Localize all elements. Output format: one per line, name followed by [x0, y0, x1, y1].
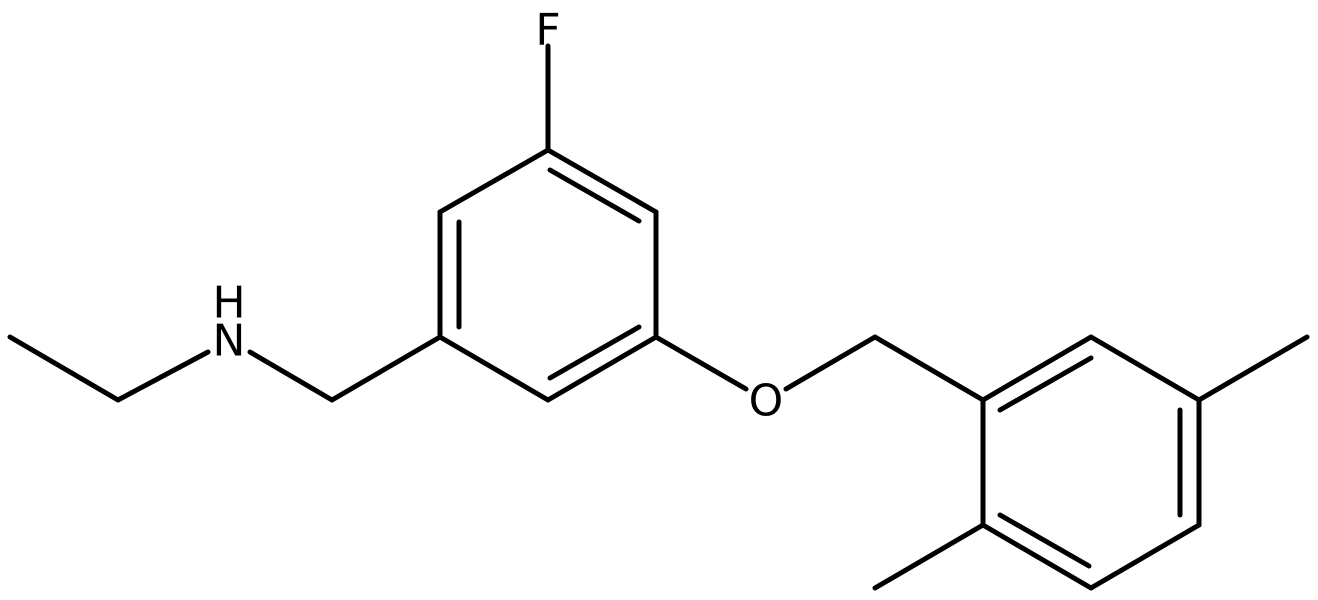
- bond-ring2-top-right: [1088, 334, 1202, 403]
- atom-label-amine-nitrogen: N: [213, 316, 246, 367]
- bond-ring1-bottom-right-inner: [547, 324, 642, 381]
- bond-methyl-ortho: [872, 522, 986, 591]
- bond-ring2-bottom-left: [980, 522, 1094, 591]
- bond-o-ch2: [783, 334, 878, 392]
- bond-ch2-n: [247, 349, 335, 403]
- bond-ring1-top-left: [437, 147, 551, 215]
- bond-ring1-top-right: [545, 147, 659, 215]
- bond-ring1-bottom-left: [437, 334, 551, 403]
- bond-ethyl-ch3: [7, 334, 121, 403]
- bond-ring1-top-right-inner: [547, 167, 642, 224]
- bond-ring2-bottom-right: [1088, 522, 1202, 591]
- bond-ring1-bottom-right: [545, 334, 659, 403]
- bond-ring2-top-inner: [997, 355, 1094, 413]
- atom-label-group: F H N O: [212, 5, 783, 427]
- bond-ch2-ring2: [872, 334, 986, 403]
- bond-ring-ch2-amine: [329, 334, 443, 403]
- bond-ring2-bottom-left-inner: [997, 512, 1092, 569]
- atom-label-fluorine: F: [535, 5, 560, 56]
- bond-ring2-top: [980, 334, 1094, 403]
- atom-label-amine-hydrogen: H: [212, 278, 245, 329]
- atom-label-ether-oxygen: O: [749, 376, 784, 427]
- bond-ring-o: [653, 334, 749, 392]
- bond-n-ethyl-ch2: [115, 349, 211, 403]
- bond-group: [7, 43, 1310, 591]
- bond-methyl-para: [1196, 334, 1310, 403]
